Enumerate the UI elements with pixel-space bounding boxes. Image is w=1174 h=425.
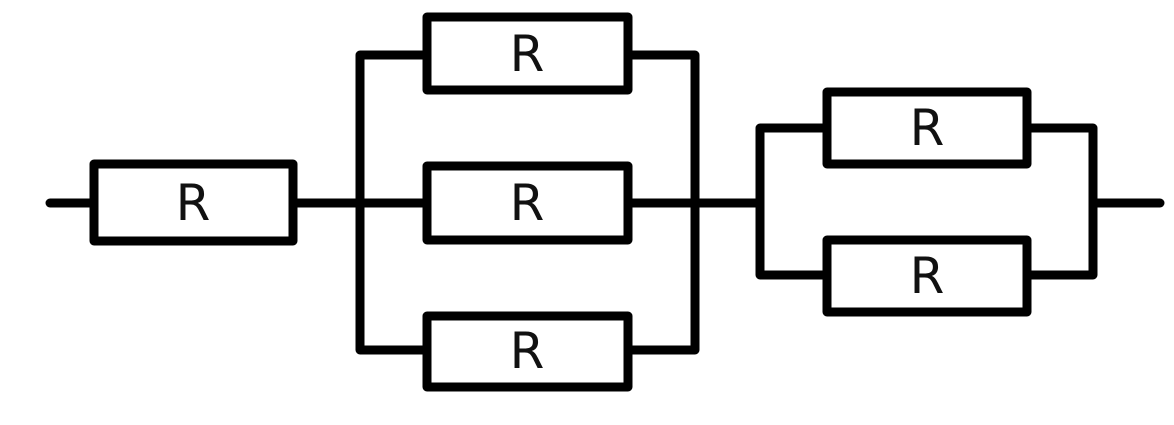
- resistor-label: R: [910, 99, 945, 157]
- resistor-label: R: [510, 174, 545, 232]
- resistor-label: R: [176, 174, 211, 232]
- resistor-r4: R: [422, 311, 633, 392]
- resistor-label: R: [510, 25, 545, 83]
- wire-block1-left-rail: [355, 50, 432, 355]
- resistor-label: R: [910, 247, 945, 305]
- wire-block2-left-rail: [755, 123, 832, 280]
- resistor-r2: R: [422, 12, 633, 95]
- wires: [45, 50, 1165, 355]
- resistor-r6: R: [822, 235, 1032, 317]
- resistor-label: R: [510, 322, 545, 380]
- resistor-r3: R: [422, 161, 633, 245]
- resistor-r1: R: [89, 159, 298, 246]
- resistor-r5: R: [822, 87, 1032, 169]
- wire-block2-right-rail: [1022, 123, 1098, 280]
